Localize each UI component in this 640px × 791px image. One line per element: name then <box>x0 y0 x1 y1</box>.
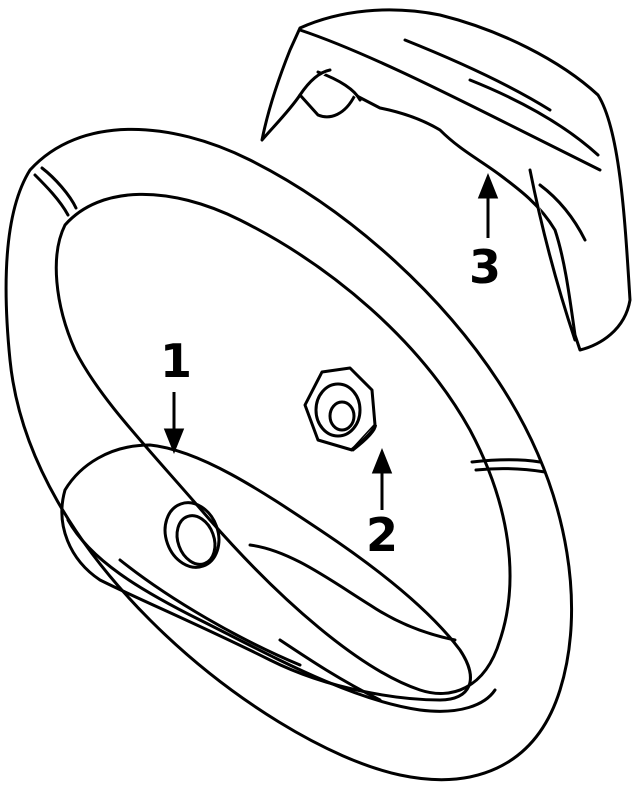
cover-side-face <box>528 168 577 342</box>
hub-contour-2 <box>118 558 302 667</box>
rim-seam-right <box>470 458 542 464</box>
steering-wheel <box>4 127 573 782</box>
callout-1: 1 <box>160 334 193 388</box>
cover-inner-lip-2 <box>298 68 332 97</box>
rim-seam-left <box>33 173 70 217</box>
nut-bore <box>328 400 356 432</box>
steering-wheel-inner-rim <box>54 192 512 695</box>
cover-bevel-2 <box>538 183 587 242</box>
cover-top-edge <box>298 28 602 172</box>
cover-outline <box>260 8 632 352</box>
callout-3: 3 <box>469 240 502 294</box>
leader-arrow-1 <box>163 428 185 455</box>
leader-lines <box>163 172 499 510</box>
hub-hole <box>163 501 221 569</box>
hub-hole-inner <box>175 514 217 566</box>
steering-wheel-hub <box>60 443 472 702</box>
callout-2: 2 <box>366 508 399 562</box>
cover <box>260 8 632 352</box>
rim-seam-right-2 <box>474 467 547 474</box>
leader-arrow-2 <box>371 447 393 474</box>
nut-shading <box>350 424 377 452</box>
steering-wheel-outer-rim <box>4 127 573 782</box>
hub-front-edge <box>66 518 497 713</box>
hub-contour-3 <box>278 638 382 702</box>
hub-contour-1 <box>248 543 457 642</box>
cover-ridge <box>403 38 552 112</box>
cover-bevel <box>468 78 600 157</box>
rim-seam-left-2 <box>40 166 78 210</box>
leader-arrow-3 <box>477 172 499 199</box>
nut <box>303 366 377 452</box>
